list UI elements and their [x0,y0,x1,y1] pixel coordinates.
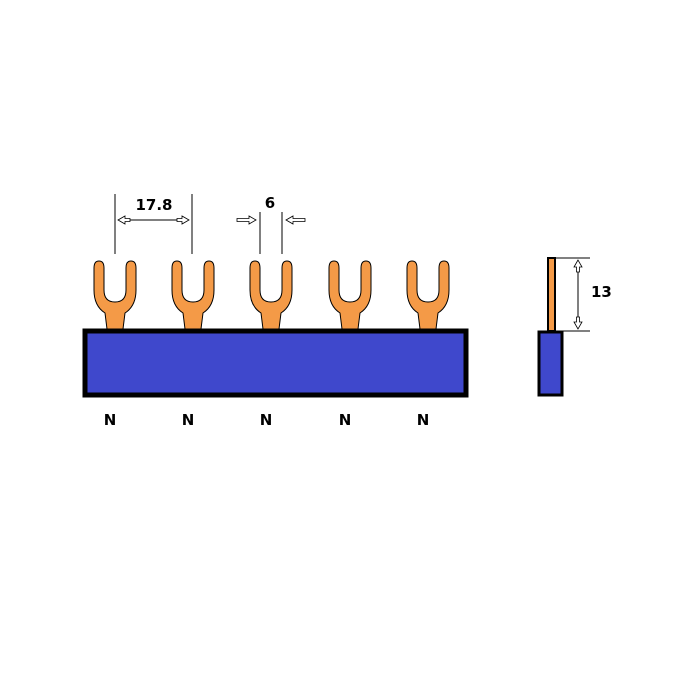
side-view-pin [547,257,556,332]
arrow-up-icon [573,259,583,273]
arrow-down-icon [573,316,583,330]
pin-width-dimension: 6 [236,194,306,254]
pole-label: N [260,411,273,429]
pitch-label: 17.8 [135,196,172,214]
fork-terminal [171,260,215,330]
fork-terminal [328,260,372,330]
pole-label: N [104,411,117,429]
pole-label: N [417,411,430,429]
pin-height-dimension: 13 [556,257,612,332]
arrow-left-icon [285,215,306,225]
side-view [537,257,564,397]
fork-terminal [93,260,137,330]
pole-label: N [182,411,195,429]
arrow-right-icon [236,215,257,225]
pin-height-label: 13 [591,283,612,301]
arrow-left-icon [117,215,131,225]
fork-terminal [406,260,450,330]
fork-terminal [249,260,293,330]
fork-terminals [93,260,450,330]
side-view-body [537,330,564,397]
pin-width-label: 6 [265,194,275,212]
pitch-dimension: 17.8 [114,194,193,254]
busbar-body [82,328,469,398]
pole-label: N [339,411,352,429]
arrow-right-icon [176,215,190,225]
